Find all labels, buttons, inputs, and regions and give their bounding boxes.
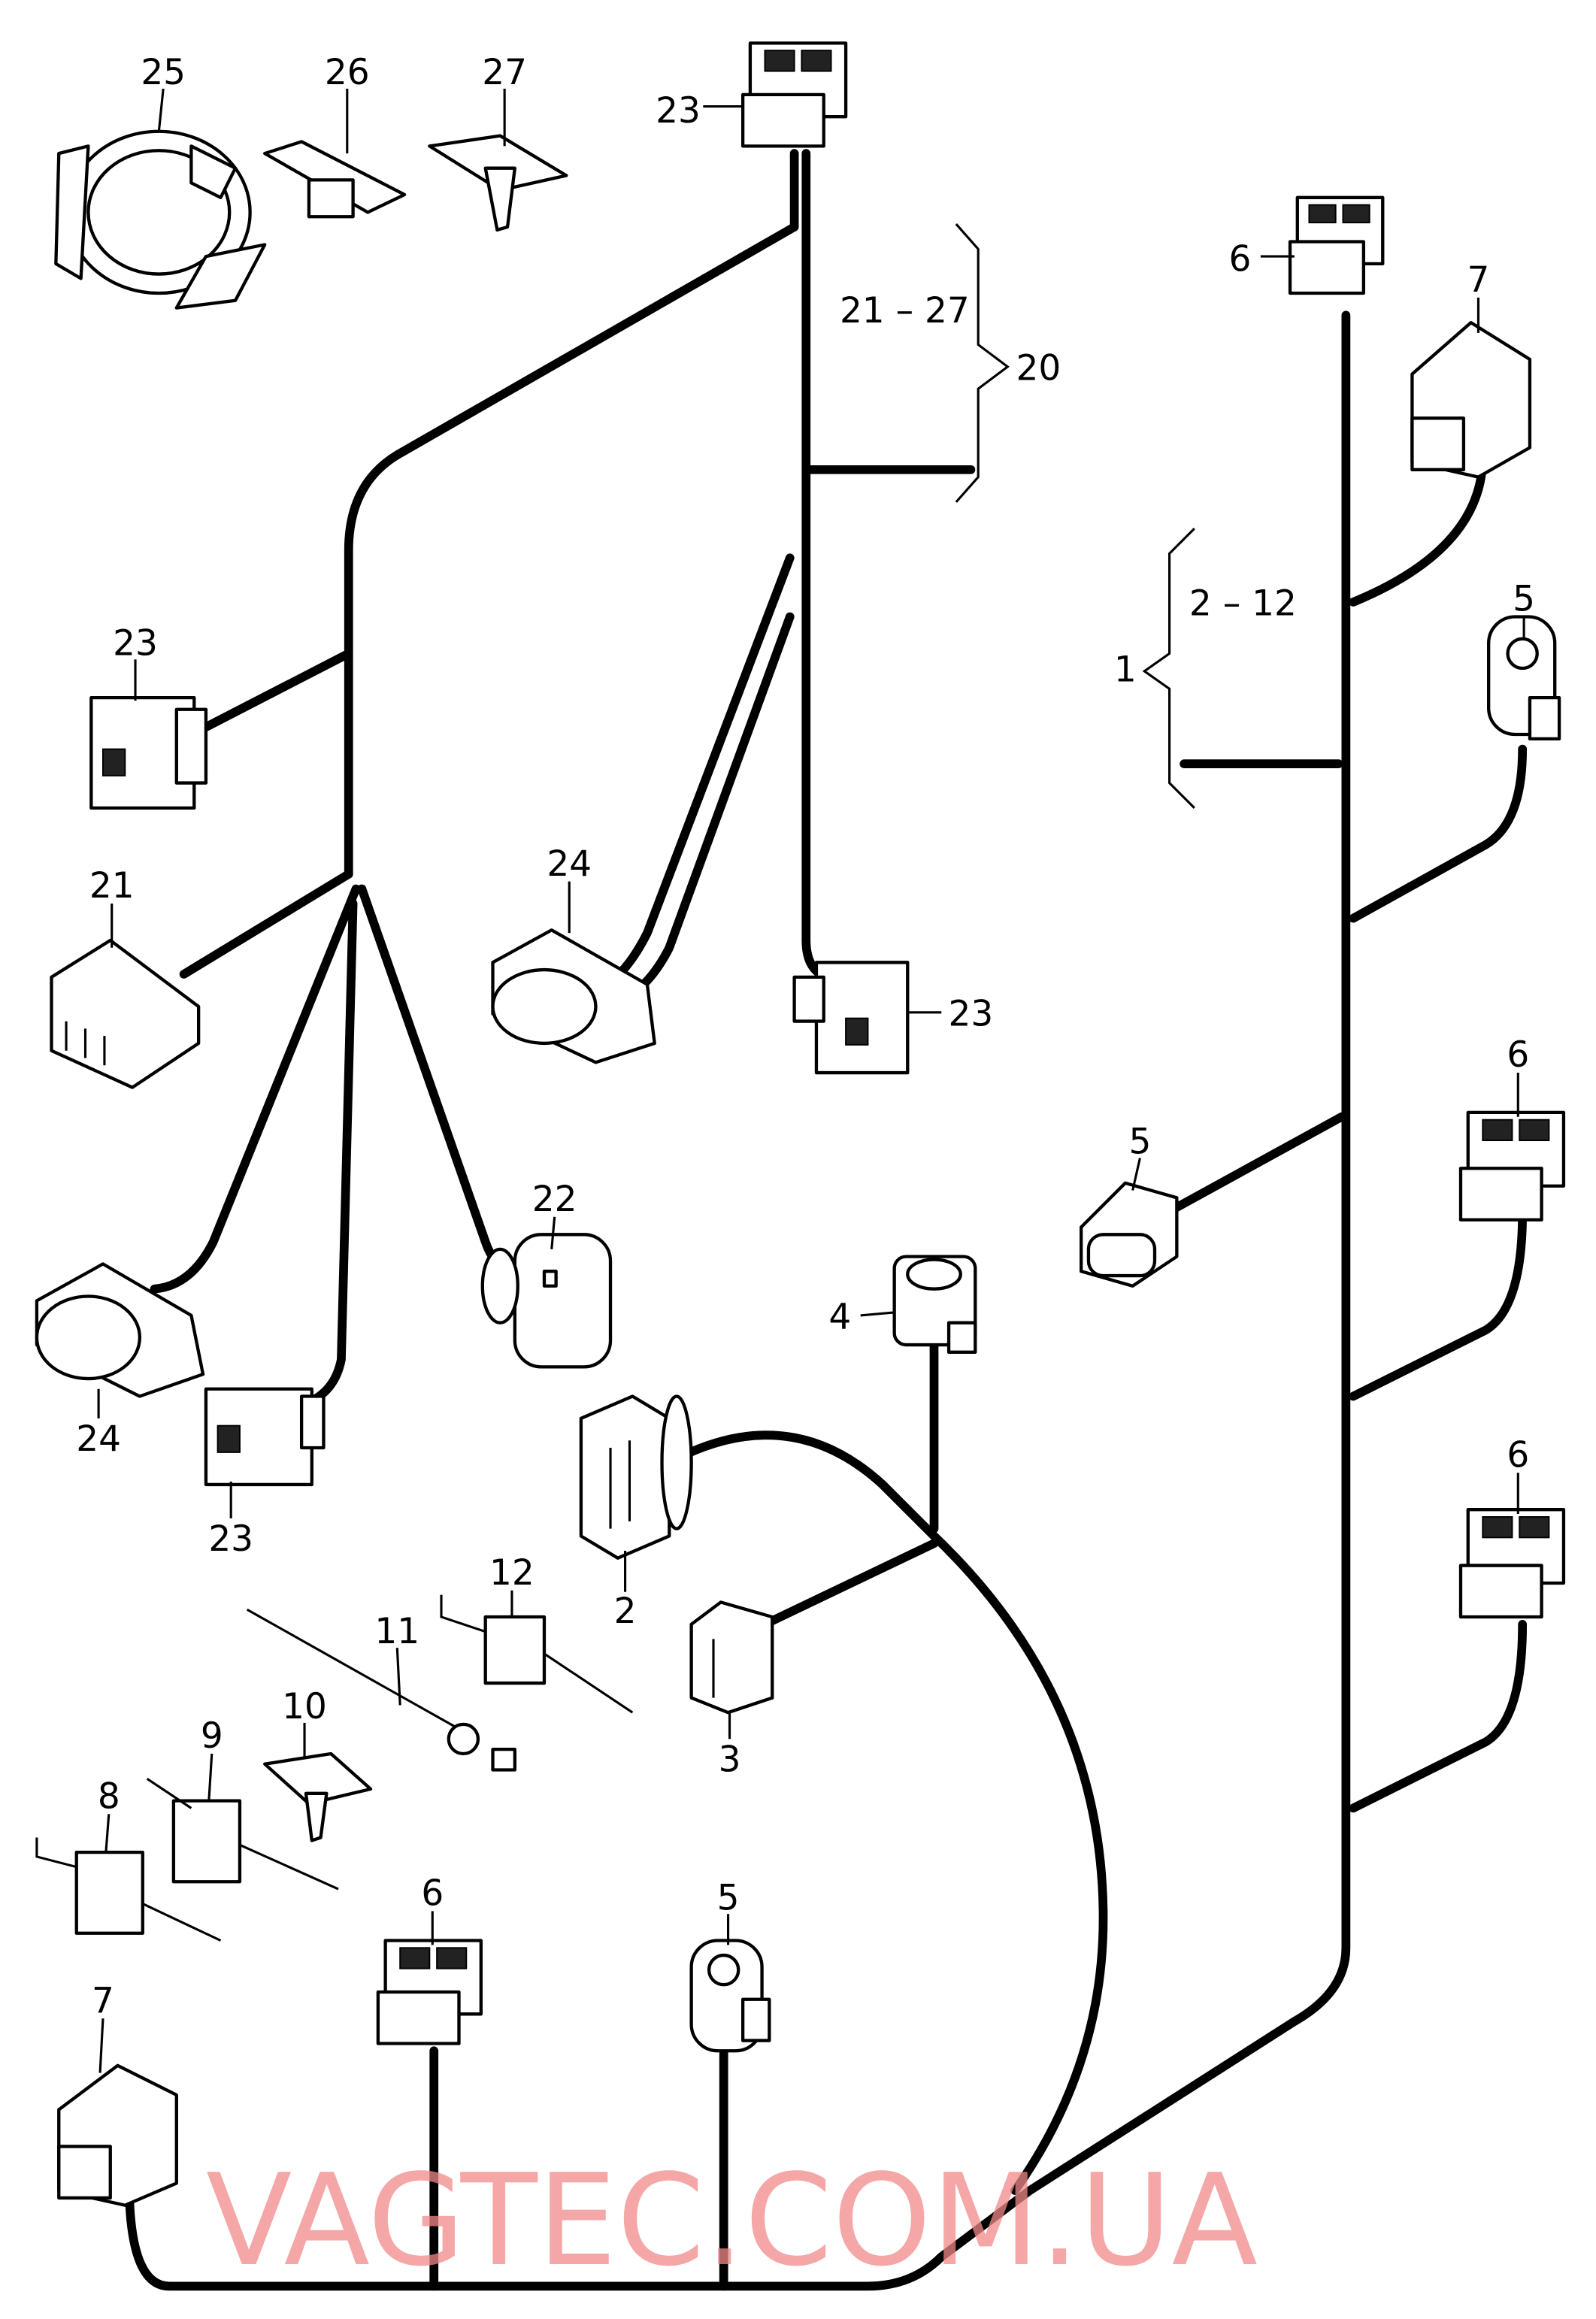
connector-23-mid xyxy=(792,961,910,1075)
label: 1 xyxy=(1114,649,1137,691)
connector-3 xyxy=(689,1600,774,1715)
part-labels: 25 26 27 23 21 – 27 20 6 7 2 – 12 1 5 23… xyxy=(76,52,1535,2021)
label: 27 xyxy=(482,52,527,93)
connector-6-top xyxy=(1288,195,1385,295)
cable-tie-11 xyxy=(246,1608,516,1772)
connector-7-top xyxy=(1410,320,1532,479)
connector-24-left xyxy=(35,1262,205,1398)
connector-4 xyxy=(892,1255,977,1354)
bracket-20 xyxy=(955,223,1010,503)
label: 21 – 27 xyxy=(840,290,970,332)
label: 6 xyxy=(1507,1434,1529,1476)
label: 23 xyxy=(656,90,701,132)
connector-23-lower xyxy=(204,1387,326,1487)
label: 22 xyxy=(532,1179,577,1220)
watermark: VAGTEC.COM.UA xyxy=(206,2147,1258,2294)
label: 11 xyxy=(374,1611,419,1652)
label: 2 – 12 xyxy=(1189,583,1297,625)
label: 4 xyxy=(828,1297,851,1338)
connector-21 xyxy=(50,938,201,1089)
label: 10 xyxy=(282,1686,327,1727)
connector-2 xyxy=(579,1394,693,1560)
label: 23 xyxy=(113,622,158,664)
connector-5-mid xyxy=(1080,1181,1179,1288)
label: 6 xyxy=(421,1873,444,1915)
connector-6-right-2 xyxy=(1458,1508,1566,1619)
label: 5 xyxy=(1513,579,1535,620)
bracket-1 xyxy=(1142,527,1195,809)
connector-6-bottom xyxy=(376,1939,483,2045)
label: 21 xyxy=(89,865,135,907)
label: 20 xyxy=(1016,347,1061,389)
label: 9 xyxy=(201,1715,223,1757)
label: 2 xyxy=(614,1591,637,1632)
holder-8 xyxy=(35,1837,222,1942)
label: 12 xyxy=(489,1552,535,1594)
label: 3 xyxy=(719,1739,741,1780)
connector-5-right xyxy=(1487,615,1561,741)
label: 7 xyxy=(92,1980,114,2021)
label: 23 xyxy=(949,993,994,1034)
connector-5-bottom xyxy=(689,1939,771,2053)
holder-12 xyxy=(440,1594,634,1714)
connectors xyxy=(35,41,1566,2207)
connector-24-mid xyxy=(491,928,656,1064)
clip-26 xyxy=(263,140,407,219)
label: 24 xyxy=(547,843,592,885)
label: 5 xyxy=(717,1877,740,1918)
clip-25 xyxy=(54,129,267,310)
clip-27 xyxy=(428,134,568,232)
connector-23-left xyxy=(89,695,208,810)
label: 8 xyxy=(98,1776,120,1817)
clip-10 xyxy=(263,1751,373,1842)
label: 7 xyxy=(1467,259,1490,301)
connector-6-right-1 xyxy=(1458,1110,1566,1222)
holder-9 xyxy=(146,1777,339,1891)
connector-7-bottom xyxy=(57,2063,178,2207)
leader-lines xyxy=(97,88,1525,2073)
connector-23-top xyxy=(740,41,848,148)
label: 5 xyxy=(1128,1122,1151,1163)
label: 24 xyxy=(76,1418,121,1460)
label: 25 xyxy=(141,52,186,93)
label: 23 xyxy=(208,1518,253,1560)
connector-22 xyxy=(480,1233,613,1369)
label: 6 xyxy=(1229,239,1252,280)
label: 26 xyxy=(325,52,370,93)
label: 6 xyxy=(1507,1034,1529,1076)
harness-1-wires xyxy=(125,310,1528,2291)
